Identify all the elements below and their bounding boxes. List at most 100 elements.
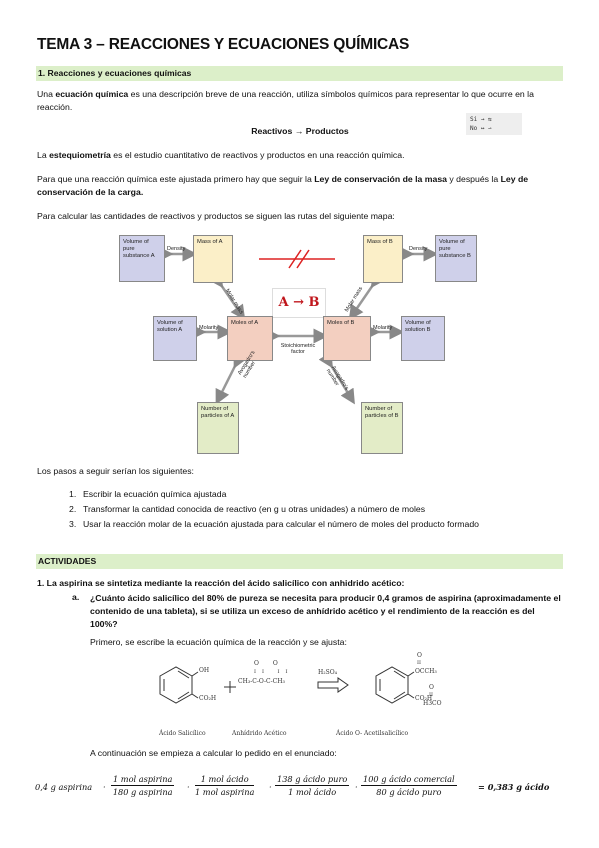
label-salicylic-acid: Ácido Salicílico xyxy=(159,730,206,737)
term-ley-masa: Ley de conservación de la masa xyxy=(314,174,447,184)
step-text: Usar la reacción molar de la ecuación aj… xyxy=(83,519,479,529)
chem-co2h: CO₂H xyxy=(199,695,217,702)
step-3: 3. Usar la reacción molar de la ecuación … xyxy=(69,518,563,531)
label-acetic-anhydride: Anhídrido Acético xyxy=(232,730,287,737)
page-title: TEMA 3 – REACCIONES Y ECUACIONES QUÍMICA… xyxy=(37,36,410,53)
factor-2-denominator: 1 mol aspirina xyxy=(195,787,255,797)
chem-anh-o: O O xyxy=(254,660,284,667)
chem-aspirin-co2h: CO₂H xyxy=(415,695,433,702)
calculation: 0,4 g aspirina · 1 mol aspirina 180 g as… xyxy=(35,774,565,802)
label-density-a: Density xyxy=(167,246,186,252)
chemical-equation: OH CO₂H O O II II CH₃-C-O-C-CH₃ H₂SO₄ O … xyxy=(140,652,450,744)
question-1a: ¿Cuánto ácido salicílico del 80% de pure… xyxy=(90,593,561,629)
calc-dot: · xyxy=(269,782,272,792)
calc-result: = 0,383 g ácido xyxy=(478,782,550,792)
chem-aspirin-ii: II xyxy=(417,660,421,666)
term-ecuacion: ecuación química xyxy=(55,89,129,99)
chem-o: O xyxy=(254,660,265,667)
paragraph-map-intro: Para calcular las cantidades de reactivo… xyxy=(37,211,395,221)
text: Para que una reacción química este ajust… xyxy=(37,174,315,184)
box-mass-a: Mass of A xyxy=(193,235,233,283)
step-text: Transformar la cantidad conocida de reac… xyxy=(83,504,426,514)
factor-3: 138 g ácido puro 1 mol ácido xyxy=(275,774,350,797)
activities-heading: ACTIVIDADES xyxy=(36,554,563,569)
paragraph-laws: Para que una reacción química este ajust… xyxy=(37,173,563,199)
chem-oh: OH xyxy=(199,667,210,674)
reaction-arrow xyxy=(317,677,349,693)
chem-anh-ii: II II xyxy=(254,669,294,675)
paragraph-write-equation: Primero, se escribe la ecuación química … xyxy=(90,637,347,647)
calc-dot: · xyxy=(103,782,106,792)
step-number: 1. xyxy=(69,489,77,499)
arrow-legend-box: Si → ⇆ No ↔ ⇀ xyxy=(466,113,522,135)
section-heading-text: 1. Reacciones y ecuaciones químicas xyxy=(38,68,192,78)
chem-anhydride: CH₃-C-O-C-CH₃ xyxy=(238,678,285,685)
legend-line: No ↔ ⇀ xyxy=(470,125,492,132)
map-arrows xyxy=(158,246,439,405)
label-molarity-b: Molarity xyxy=(373,325,393,331)
label-stoichiometric-factor: Stoichiometric factor xyxy=(280,343,316,355)
text: es una descripción breve de una reacción… xyxy=(37,89,534,112)
step-number: 3. xyxy=(69,519,77,529)
stoichiometry-map: Volume of pure substance A Mass of A Mas… xyxy=(117,230,481,458)
factor-4-denominator: 80 g ácido puro xyxy=(376,787,442,797)
chem-acetic-o: O xyxy=(429,684,434,691)
chem-o: O xyxy=(272,660,284,667)
chem-h2so4: H₂SO₄ xyxy=(318,669,338,676)
reaction-a-to-b: A → B xyxy=(272,288,326,318)
text: Una xyxy=(37,89,56,99)
question-1a-number: a. xyxy=(72,592,80,602)
text: La xyxy=(37,150,50,160)
calc-dot: · xyxy=(187,782,190,792)
box-volume-pure-b: Volume of pure substance B xyxy=(435,235,477,282)
text: y después la xyxy=(447,174,501,184)
label-acetylsalicylic-acid: Ácido O- Acetilsalicílico xyxy=(336,730,409,737)
paragraph-steps-intro: Los pasos a seguir serían los siguientes… xyxy=(37,466,194,476)
box-moles-b: Moles of B xyxy=(323,316,371,361)
calc-dot: · xyxy=(355,782,358,792)
activities-heading-text: ACTIVIDADES xyxy=(38,556,97,566)
factor-2-numerator: 1 mol ácido xyxy=(195,774,255,786)
factor-1-numerator: 1 mol aspirina xyxy=(111,774,175,786)
question-1: 1. La aspirina se sintetiza mediante la … xyxy=(37,578,405,588)
box-volume-pure-a: Volume of pure substance A xyxy=(119,235,165,282)
box-particles-a: Number of particles of A xyxy=(197,402,239,454)
factor-3-numerator: 138 g ácido puro xyxy=(275,774,350,786)
paragraph-stoichiometry: La estequiometría es el estudio cuantita… xyxy=(37,149,563,162)
step-number: 2. xyxy=(69,504,77,514)
chemical-structures xyxy=(159,666,415,704)
term-ley-carga: Ley de conservación de la carga. xyxy=(37,174,529,197)
factor-4: 100 g ácido comercial 80 g ácido puro xyxy=(361,774,457,797)
box-moles-a: Moles of A xyxy=(227,316,273,361)
box-volume-solution-a: Volume of solution A xyxy=(153,316,197,361)
paragraph-calculation-intro: A continuación se empieza a calcular lo … xyxy=(90,748,337,758)
legend-line: Si → ⇆ xyxy=(470,116,492,123)
box-volume-solution-b: Volume of solution B xyxy=(401,316,445,361)
box-mass-b: Mass of B xyxy=(363,235,403,283)
box-particles-b: Number of particles of B xyxy=(361,402,403,454)
label-molarity-a: Molarity xyxy=(199,325,219,331)
text: es el estudio cuantitativo de reactivos … xyxy=(110,150,405,160)
factor-2: 1 mol ácido 1 mol aspirina xyxy=(195,774,255,797)
step-2: 2. Transformar la cantidad conocida de re… xyxy=(69,503,563,516)
section-heading: 1. Reacciones y ecuaciones químicas xyxy=(36,66,563,81)
chem-aspirin-o: O xyxy=(417,652,422,659)
factor-1-denominator: 180 g aspirina xyxy=(112,787,173,797)
factor-4-numerator: 100 g ácido comercial xyxy=(361,774,457,786)
step-1: 1. Escribir la ecuación química ajustada xyxy=(69,488,563,501)
chem-acetic-ii: II xyxy=(429,692,433,698)
calc-start: 0,4 g aspirina xyxy=(35,782,93,792)
benzene-ring-aspirin xyxy=(375,666,409,704)
chem-ii: II xyxy=(277,669,294,675)
paragraph-definition: Una ecuación química es una descripción … xyxy=(37,88,563,114)
label-density-b: Density xyxy=(409,246,428,252)
factor-1: 1 mol aspirina 180 g aspirina xyxy=(111,774,175,797)
reaction-scheme: Reactivos → Productos xyxy=(251,126,349,136)
chem-occh3: OCCH₃ xyxy=(415,668,437,675)
term-estequiometria: estequiometría xyxy=(49,150,111,160)
chem-h3co: H3CO xyxy=(423,700,442,707)
benzene-ring-salicylic xyxy=(159,666,193,704)
step-text: Escribir la ecuación química ajustada xyxy=(83,489,227,499)
factor-3-denominator: 1 mol ácido xyxy=(288,787,337,797)
chem-ii: II xyxy=(254,669,270,675)
